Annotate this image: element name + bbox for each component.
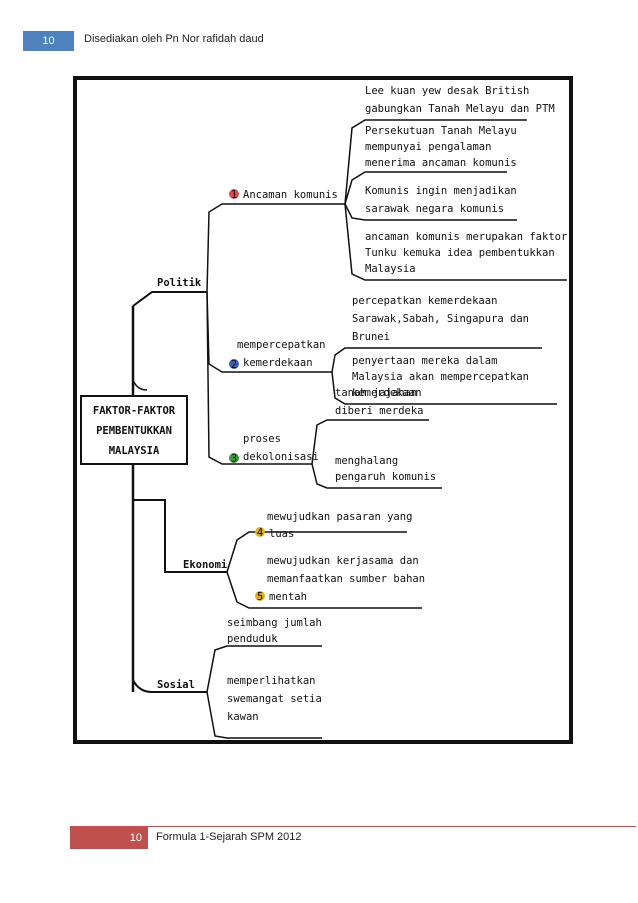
merdeka-label-line-1: mempercepatkan: [237, 339, 326, 351]
ekonomi-item-1-line-2: luas: [269, 528, 294, 540]
ancaman-item-1-line-2: gabungkan Tanah Melayu dan PTM: [365, 103, 555, 115]
merdeka-item-1-line-1: percepatkan kemerdekaan: [352, 295, 497, 307]
politik-label: Politik: [157, 277, 202, 289]
mindmap-svg: FAKTOR-FAKTOR PEMBENTUKKAN MALAYSIA Poli…: [80, 85, 567, 739]
number-badge-2: [229, 359, 239, 369]
number-badge-3: [229, 453, 239, 463]
sosial-item-2-line-3: kawan: [227, 711, 259, 723]
dekolonisasi-label-line-1: proses: [243, 433, 281, 445]
sosial-label: Sosial: [157, 679, 195, 691]
dekolonisasi-label-line-2: dekolonisasi: [243, 451, 319, 463]
number-badge-3-text: 3: [231, 453, 237, 465]
dekolonisasi-item-2-line-2: pengaruh komunis: [335, 471, 436, 483]
ekonomi-item-2-line-3: mentah: [269, 591, 307, 603]
number-badge-1: [229, 189, 239, 199]
ancaman-item-4-line-1: ancaman komunis merupakan faktor: [365, 231, 567, 243]
footer-title: Formula 1-Sejarah SPM 2012: [156, 831, 302, 843]
sosial-item-2-line-2: swemangat setia: [227, 693, 322, 705]
dekolonisasi-item-1-line-1: tanah jajahan: [335, 387, 417, 399]
number-badge-4-text: 4: [257, 527, 263, 539]
sosial-item-1-line-1: seimbang jumlah: [227, 617, 322, 629]
ancaman-item-1-line-1: Lee kuan yew desak British: [365, 85, 529, 97]
ekonomi-item-2-line-1: mewujudkan kerjasama dan: [267, 555, 419, 567]
ancaman-item-3-line-2: sarawak negara komunis: [365, 203, 504, 215]
ancaman-item-4-line-3: Malaysia: [365, 263, 416, 275]
merdeka-item-2-line-1: penyertaan mereka dalam: [352, 355, 497, 367]
ekonomi-item-2-line-2: memanfaatkan sumber bahan: [267, 573, 425, 585]
merdeka-label-line-2: kemerdekaan: [243, 357, 313, 369]
ancaman-item-2-line-1: Persekutuan Tanah Melayu: [365, 125, 517, 137]
ancaman-item-3-line-1: Komunis ingin menjadikan: [365, 185, 517, 197]
header-author: Disediakan oleh Pn Nor rafidah daud: [84, 33, 264, 45]
root-box: [80, 395, 188, 465]
ancaman-item-2-line-2: mempunyai pengalaman: [365, 141, 491, 153]
root-line-2: PEMBENTUKKAN: [96, 425, 172, 437]
ekonomi-label: Ekonomi: [183, 559, 227, 571]
dekolonisasi-item-1-line-2: diberi merdeka: [335, 405, 424, 417]
ancaman-item-2-line-3: menerima ancaman komunis: [365, 157, 517, 169]
ancaman-item-4-line-2: Tunku kemuka idea pembentukkan: [365, 247, 555, 259]
dekolonisasi-item-2-line-1: menghalang: [335, 455, 398, 467]
sosial-item-2-line-1: memperlihatkan: [227, 675, 316, 687]
merdeka-item-1-line-2: Sarawak,Sabah, Singapura dan: [352, 313, 529, 325]
header-divider: [23, 50, 74, 51]
merdeka-item-2-line-2: Malaysia akan mempercepatkan: [352, 371, 529, 383]
number-badge-2-text: 2: [231, 359, 237, 371]
merdeka-item-1-line-3: Brunei: [352, 331, 390, 343]
ekonomi-item-1-line-1: mewujudkan pasaran yang: [267, 511, 412, 523]
ancaman-komunis-label: Ancaman komunis: [243, 189, 338, 201]
merdeka-item-2-line-3: kemerdekaan: [352, 387, 422, 399]
number-badge-4: [255, 527, 265, 537]
footer-page-number: 10: [70, 827, 148, 849]
number-badge-5: [255, 591, 265, 601]
footer-divider: [70, 826, 636, 827]
header-page-number: 10: [23, 31, 74, 51]
number-badge-1-text: 1: [231, 189, 237, 201]
root-line-1: FAKTOR-FAKTOR: [93, 405, 176, 417]
root-line-3: MALAYSIA: [109, 445, 160, 457]
mindmap-frame: FAKTOR-FAKTOR PEMBENTUKKAN MALAYSIA Poli…: [73, 76, 573, 744]
connectors: [131, 119, 567, 739]
number-badge-5-text: 5: [257, 591, 263, 603]
sosial-item-1-line-2: penduduk: [227, 633, 278, 645]
